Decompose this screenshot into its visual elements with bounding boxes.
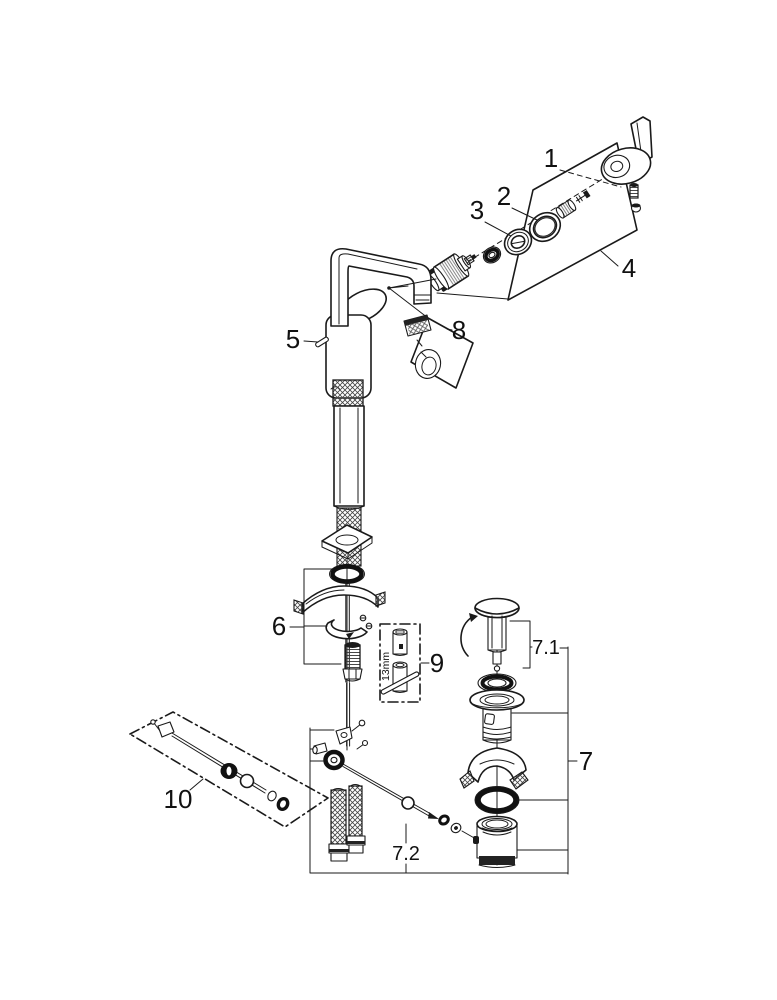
group-7-bracket	[567, 646, 578, 875]
group-7-2-rod	[309, 719, 569, 874]
drain-o-ring	[474, 786, 569, 814]
fixing-screw	[575, 190, 591, 203]
mousseur	[403, 314, 432, 347]
callout-1: 1	[544, 143, 558, 173]
socket-wrench-lower	[380, 661, 420, 695]
cartridge-o-ring	[482, 246, 502, 264]
group-1-handle	[559, 116, 653, 213]
supply-hoses	[328, 784, 366, 862]
callout-leaders	[303, 207, 619, 343]
rod-kit-parts	[150, 719, 290, 812]
group-7-1-bracket	[509, 620, 569, 669]
group-9-box	[379, 623, 421, 703]
adapter-nut	[555, 199, 577, 219]
callout-3: 3	[470, 195, 484, 225]
callout-1-leader	[559, 169, 622, 188]
group-10-rod-kit	[129, 711, 329, 828]
mount-leaders	[388, 278, 437, 289]
group-8-leader	[388, 287, 429, 319]
group-7-1-stopper	[460, 597, 569, 696]
group-7-2-bracket	[309, 727, 569, 874]
saddle-washer	[293, 585, 386, 615]
group-4-mounting-kit	[435, 142, 638, 301]
callout-9: 9	[430, 648, 444, 678]
shaft-column	[333, 405, 365, 507]
socket-wrench-upper	[392, 628, 408, 656]
pop-up-lever-rod	[342, 763, 477, 840]
threaded-stud	[342, 642, 363, 682]
callout-10-leader	[189, 778, 204, 791]
stopper-seal-ring	[477, 673, 517, 693]
cone-gasket	[459, 747, 529, 790]
group-9-tool: 13mm	[379, 623, 430, 703]
hose-section-upper	[332, 379, 364, 407]
handle-set-screw	[629, 183, 639, 199]
callout-2: 2	[497, 181, 511, 211]
callout-6: 6	[272, 611, 286, 641]
handle-body	[600, 147, 652, 185]
callout-10: 10	[164, 784, 193, 814]
callout-5: 5	[286, 324, 300, 354]
clamp-crescent	[325, 614, 373, 640]
callout-4: 4	[622, 253, 636, 283]
callout-7-2: 7.2	[392, 843, 420, 865]
drain-lower-body	[473, 815, 569, 868]
callout-8-leader	[446, 328, 453, 331]
base-plate	[321, 524, 373, 560]
group-8-mousseur	[388, 287, 474, 389]
wrench-size-label: 13mm	[380, 652, 392, 681]
group-10-box	[129, 711, 329, 828]
side-pin	[315, 336, 329, 348]
group-6-fastening-set	[289, 568, 386, 747]
cartridge	[427, 253, 477, 292]
mousseur-key	[414, 349, 442, 379]
group-4-leader	[436, 292, 509, 300]
drain-assembly	[459, 646, 578, 875]
group-6-bracket	[289, 568, 342, 665]
rotation-arrow-icon	[460, 613, 478, 657]
group-8-box	[410, 317, 474, 389]
callout-8: 8	[452, 315, 466, 345]
pop-up-stopper	[474, 597, 520, 672]
handle-screw-cap	[630, 203, 642, 213]
callout-7: 7	[579, 746, 593, 776]
drain-upper-body	[469, 689, 569, 744]
spout	[330, 247, 432, 327]
assembly-axis-dashed	[435, 171, 615, 282]
pivot-hardware	[312, 719, 369, 771]
callout-7-1: 7.1	[532, 637, 560, 659]
group-4-box	[507, 142, 638, 301]
shank-o-ring	[329, 564, 365, 584]
